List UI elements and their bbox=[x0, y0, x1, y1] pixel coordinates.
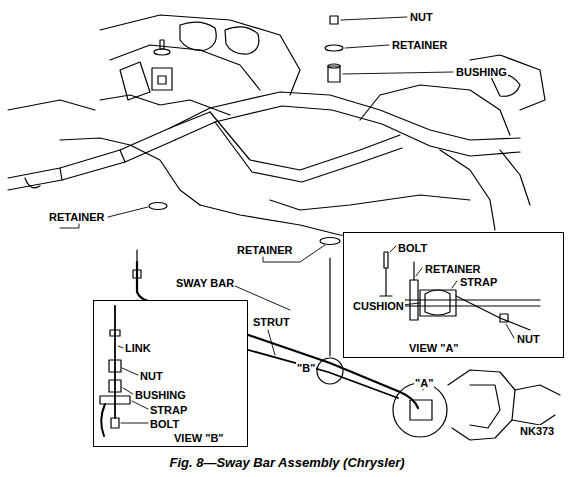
view-a-inset bbox=[420, 290, 456, 316]
view-a-inset bbox=[456, 296, 530, 330]
view-b-inset bbox=[109, 360, 121, 372]
chassis-frame bbox=[270, 195, 470, 210]
inset-label: VIEW "A" bbox=[408, 342, 460, 354]
retainer-washers bbox=[149, 203, 167, 210]
view-b-inset bbox=[109, 380, 121, 392]
inset-label: BOLT bbox=[397, 242, 428, 254]
leader-lines bbox=[345, 45, 389, 48]
chassis-frame bbox=[215, 122, 402, 182]
part-label: RETAINER bbox=[391, 39, 448, 51]
view-b-inset bbox=[101, 404, 105, 436]
upper-mount-parts bbox=[328, 64, 340, 68]
chassis-frame bbox=[100, 15, 300, 95]
links bbox=[133, 270, 141, 278]
retainer-washers bbox=[149, 203, 340, 245]
view-b-inset bbox=[94, 301, 247, 445]
inset-label: STRAP bbox=[459, 276, 498, 288]
leader-lines bbox=[60, 224, 79, 228]
view-a-inset bbox=[344, 233, 563, 356]
wheel-assembly bbox=[515, 385, 560, 395]
inset-label: STRAP bbox=[149, 404, 188, 416]
chassis-frame bbox=[440, 150, 495, 230]
view-b-inset bbox=[111, 418, 119, 428]
view-callout: "A" bbox=[414, 377, 434, 389]
inset-label: BOLT bbox=[149, 418, 180, 430]
chassis-frame bbox=[110, 45, 260, 90]
upper-mount-parts bbox=[152, 16, 343, 90]
view-a-inset bbox=[506, 324, 514, 338]
upper-mount-parts bbox=[158, 76, 166, 84]
view-a-inset bbox=[380, 268, 392, 296]
leader-lines bbox=[108, 207, 148, 217]
detail-circles bbox=[317, 358, 343, 384]
chassis-frame bbox=[25, 178, 40, 188]
chassis-frame bbox=[500, 150, 530, 205]
view-b-inset bbox=[123, 388, 133, 394]
chassis-frame bbox=[60, 150, 125, 180]
chassis-frame bbox=[60, 138, 200, 205]
chassis-frame bbox=[470, 55, 545, 110]
view-b-inset bbox=[94, 301, 247, 445]
upper-mount-parts bbox=[154, 49, 170, 55]
view-a-inset bbox=[500, 314, 508, 322]
chassis-frame bbox=[120, 62, 150, 100]
view-b-inset bbox=[121, 423, 148, 424]
wheel-assembly bbox=[448, 370, 560, 440]
view-a-inset bbox=[384, 252, 388, 268]
figure-caption: Fig. 8—Sway Bar Assembly (Chrysler) bbox=[0, 455, 574, 471]
inset-label: NUT bbox=[516, 333, 541, 345]
view-b-inset bbox=[114, 306, 116, 418]
inset-view-box: LINK NUT BUSHING STRAP BOLT VIEW "B" bbox=[93, 300, 248, 447]
inset-label: NUT bbox=[139, 370, 164, 382]
view-a-inset bbox=[390, 246, 396, 252]
part-label: STRUT bbox=[252, 316, 291, 328]
view-b-inset bbox=[118, 346, 123, 348]
inset-label: VIEW "B" bbox=[173, 432, 225, 444]
upper-mount-parts bbox=[330, 16, 338, 24]
part-label: BUSHING bbox=[455, 66, 508, 78]
part-label: NUT bbox=[409, 11, 434, 23]
wheel-assembly bbox=[512, 415, 555, 425]
view-b-inset bbox=[100, 396, 130, 404]
part-label: RETAINER bbox=[236, 244, 293, 256]
detail-circles bbox=[317, 358, 447, 437]
detail-circles bbox=[393, 383, 447, 437]
wheel-assembly bbox=[448, 370, 515, 440]
view-a-inset bbox=[413, 262, 414, 280]
upper-mount-parts bbox=[160, 40, 164, 49]
view-a-inset bbox=[416, 268, 422, 276]
chassis-frame bbox=[210, 112, 400, 170]
inset-label: BUSHING bbox=[134, 389, 187, 401]
chassis-frame bbox=[8, 100, 95, 110]
part-label: SWAY BAR bbox=[175, 277, 235, 289]
leader-lines bbox=[343, 72, 453, 74]
view-b-inset bbox=[132, 401, 148, 409]
chassis-frame bbox=[8, 15, 545, 240]
view-a-inset bbox=[452, 281, 457, 288]
inset-label: RETAINER bbox=[424, 263, 481, 275]
leader-lines bbox=[268, 330, 275, 355]
inset-view-box: BOLT RETAINERSTRAP CUSHION NUT VIEW "A" bbox=[343, 232, 564, 358]
chassis-frame bbox=[8, 140, 175, 190]
view-a-inset bbox=[344, 233, 563, 356]
chassis-frame bbox=[225, 27, 259, 54]
chassis-frame bbox=[8, 112, 210, 178]
view-b-inset bbox=[110, 330, 120, 336]
part-label: RETAINER bbox=[48, 211, 105, 223]
view-a-inset bbox=[425, 290, 450, 315]
detail-circles bbox=[410, 400, 432, 420]
wheel-assembly bbox=[470, 385, 500, 428]
upper-mount-parts bbox=[152, 68, 172, 90]
chassis-frame bbox=[180, 22, 216, 50]
inset-label: CUSHION bbox=[352, 300, 405, 312]
view-callout: "B" bbox=[296, 362, 316, 374]
inset-label: LINK bbox=[124, 342, 152, 354]
figure-code: NK373 bbox=[519, 425, 555, 437]
upper-mount-parts bbox=[325, 45, 343, 51]
chassis-frame bbox=[100, 95, 230, 115]
retainer-washers bbox=[320, 238, 340, 245]
view-b-inset bbox=[122, 368, 138, 375]
chassis-frame bbox=[360, 85, 510, 135]
leader-lines bbox=[341, 17, 407, 20]
